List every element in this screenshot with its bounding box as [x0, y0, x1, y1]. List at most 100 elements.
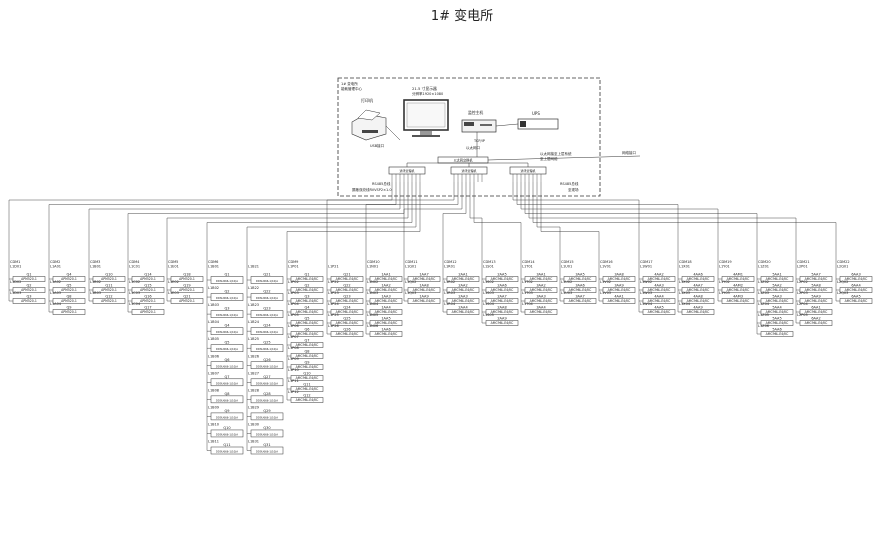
- meter-id: Q12: [303, 394, 310, 398]
- meter-id: Q4: [305, 306, 311, 310]
- meter-model: APM520-1: [101, 288, 117, 292]
- meter-id: Q2: [305, 284, 310, 288]
- comm-manager-label: 通讯管理机: [520, 168, 535, 173]
- meter-id: 1AA1: [381, 273, 390, 277]
- meter-id: 1AA8: [419, 284, 428, 288]
- circuit-code: L2Q02: [837, 280, 848, 284]
- meter-id: 2AA7: [497, 295, 506, 299]
- circuit-code: L1X02: [679, 280, 690, 284]
- cabinet-label: CDM16: [600, 260, 613, 264]
- circuit-code: L1P03: [288, 291, 299, 295]
- circuit-code: L1T03: [522, 291, 533, 295]
- cabinet-label: CDM10: [367, 260, 380, 264]
- circuit-code: L1B25: [248, 337, 259, 341]
- circuit-code: L1Z05: [758, 313, 769, 317]
- meter-id: Q11: [223, 443, 230, 447]
- circuit-code: L1Q03: [405, 291, 416, 295]
- circuit-code: L2P05: [797, 313, 808, 317]
- meter-id: 5AA7: [811, 273, 820, 277]
- circuit-code: L1V01: [600, 265, 611, 269]
- meter-id: 1AA6: [381, 328, 390, 332]
- meter-id: Q29: [263, 409, 270, 413]
- bus-wire: [403, 182, 463, 259]
- meter-id: Q25: [263, 341, 270, 345]
- comm-manager-label: 通讯管理机: [461, 168, 476, 173]
- circuit-code: L1S03: [483, 291, 494, 295]
- meter-model: AMC96L-E4/KC: [648, 299, 671, 303]
- meter-model: DDSU666-1(10)A: [256, 347, 278, 351]
- meter-id: 5AA3: [772, 295, 781, 299]
- printer-icon: [351, 109, 401, 141]
- bus-wire: [48, 182, 397, 259]
- meter-id: Q2: [27, 284, 32, 288]
- cabinet-label: CDM14: [522, 260, 535, 264]
- meter-id: 2AA3: [458, 295, 467, 299]
- meter-id: Q19: [183, 284, 190, 288]
- cabinet-label: CDM9: [288, 260, 298, 264]
- meter-id: Q17: [144, 306, 151, 310]
- cabinet-label: CDM20: [758, 260, 771, 264]
- cabinet-label: CDM6: [208, 260, 218, 264]
- meter-model: AMC96L-E4/KC: [648, 310, 671, 314]
- circuit-code: L1B05: [208, 337, 219, 341]
- circuit-code: L1Z06: [758, 324, 769, 328]
- meter-id: 4AA3: [654, 284, 663, 288]
- meter-model: AMC96L-E4/KC: [296, 277, 319, 281]
- meter-id: Q22: [263, 290, 270, 294]
- meter-id: Q7: [225, 375, 230, 379]
- bus-wire: [520, 182, 719, 259]
- meter-id: 3AA2: [536, 284, 545, 288]
- meter-id: 6AA3: [851, 273, 860, 277]
- meter-model: DDSU666-1(10)A: [216, 279, 238, 283]
- meter-id: Q5: [67, 284, 72, 288]
- meter-model: AMC96L-E4/KC: [336, 332, 359, 336]
- meter-model: AMC96L-E4/KC: [727, 288, 750, 292]
- cabinet-label: CDM17: [640, 260, 653, 264]
- meter-column: CDM16L1V013AA8AMC96L-E4/KCL1V023AA9AMC96…: [598, 259, 636, 304]
- meter-column: CDM14L1T013AA1AMC96L-E4/KCL1T023AA2AMC96…: [520, 259, 558, 315]
- meter-model: AMC96L-E4/KC: [530, 277, 553, 281]
- monitoring-station: 1# 变电所 能耗管理中心 打印机 USB接口 21.5 寸显示器 分辨率192…: [337, 77, 641, 197]
- meter-model: AMC96L-E4/KC: [452, 299, 475, 303]
- meter-id: 4AA1: [614, 295, 623, 299]
- meter-id: Q15: [144, 284, 151, 288]
- circuit-code: L1B02: [208, 286, 219, 290]
- bus-wire: [532, 182, 837, 259]
- meter-model: APM520-1: [140, 277, 156, 281]
- meter-id: Q10: [303, 372, 310, 376]
- circuit-code: L1N03: [367, 291, 378, 295]
- meter-model: AMC96L-E4/KC: [687, 288, 710, 292]
- meter-columns: CDM1L1D01Q1APM520-1L1D02Q2APM520-1L1D03Q…: [8, 259, 873, 455]
- cabinet-label: CDM13: [483, 260, 496, 264]
- meter-id: Q6: [305, 328, 310, 332]
- meter-id: Q18: [183, 273, 190, 277]
- meter-id: Q21: [183, 295, 190, 299]
- circuit-code: L1B03: [90, 291, 101, 295]
- meter-model: AMC96L-E4/KC: [569, 299, 592, 303]
- circuit-code: L1P09: [288, 357, 299, 361]
- circuit-code: L1R01: [444, 265, 455, 269]
- bus-wire: [286, 182, 421, 259]
- circuit-code: L1W01: [640, 265, 652, 269]
- meter-id: 3AA6: [575, 284, 584, 288]
- circuit-code: L1N04: [367, 302, 379, 306]
- circuit-code: L1X01: [679, 265, 690, 269]
- uplink-right-label: 网络接口: [622, 150, 636, 155]
- bus-wire: [8, 182, 393, 259]
- meter-model: AMC96L-E4/KC: [375, 277, 398, 281]
- meter-model: DDSU666-1(10)A: [216, 313, 238, 317]
- meter-model: AMC96L-E4/KC: [296, 387, 319, 391]
- circuit-code: L1P07: [288, 335, 299, 339]
- meter-column: CDM10L1N011AA1AMC96L-E4/KCL1N021AA2AMC96…: [365, 259, 403, 337]
- meter-id: 3AA3: [536, 295, 545, 299]
- monitor-icon: [403, 99, 449, 137]
- meter-model: DDSU666-1(10)A: [216, 398, 238, 402]
- circuit-code: L1C01: [129, 265, 140, 269]
- circuit-code: L1B24: [248, 320, 260, 324]
- circuit-code: L2Q01: [837, 265, 848, 269]
- meter-model: AMC96L-E4/KC: [805, 310, 828, 314]
- meter-id: Q6: [225, 358, 230, 362]
- meter-id: 5AA6: [772, 328, 781, 332]
- meter-model: AMC96L-E4/KC: [766, 299, 789, 303]
- bus-wire: [326, 182, 455, 259]
